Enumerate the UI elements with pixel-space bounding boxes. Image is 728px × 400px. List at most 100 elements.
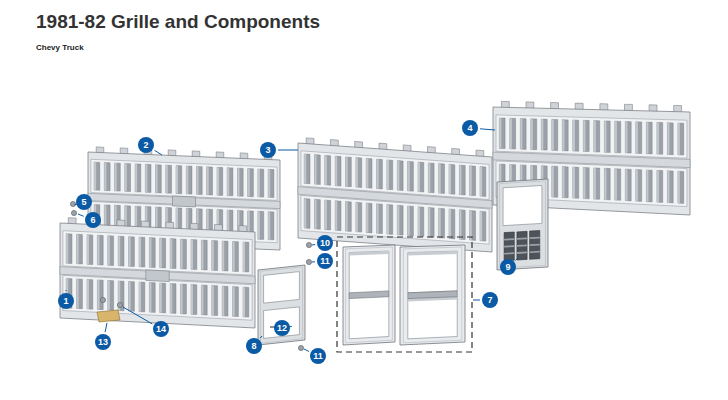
grille-slot: [325, 155, 331, 185]
grille-shade: [77, 234, 79, 264]
grille-slot: [149, 283, 155, 313]
grille-slot: [470, 211, 476, 241]
grille-slot: [108, 236, 114, 266]
callout-number: 6: [85, 212, 101, 228]
grille-shade: [459, 165, 461, 195]
grille-slot: [366, 158, 372, 188]
grille-shade: [408, 206, 410, 236]
grille-slot: [258, 211, 264, 239]
bezel-slot: [517, 231, 527, 260]
grille-slot: [520, 119, 526, 150]
grille-shade: [201, 285, 203, 315]
bezel-slot-rib: [517, 252, 527, 254]
grille-shade: [678, 123, 680, 155]
grille-shade: [222, 241, 224, 271]
grille-slot: [170, 239, 176, 269]
grille-center-bar: [88, 193, 280, 208]
callout-number: 13: [95, 334, 111, 350]
grille-shade: [657, 170, 659, 202]
grille-slot: [118, 281, 124, 311]
bezel-frame: [258, 265, 305, 345]
grille-shade: [94, 162, 96, 190]
grille-shade: [346, 202, 348, 232]
grille-emblem: [146, 270, 169, 282]
grille-slot: [304, 154, 310, 184]
grille-slot: [408, 206, 414, 236]
grille-shade: [377, 204, 379, 234]
bezel-inner-edge: [260, 267, 302, 344]
grille-slot: [243, 287, 249, 317]
grille-shade: [145, 164, 147, 192]
grille-shade: [408, 161, 410, 191]
grille-slot: [459, 165, 465, 195]
bezel-frame: [497, 179, 548, 270]
grille-slot: [118, 236, 124, 266]
grille-slot: [480, 211, 486, 241]
grille-slot: [170, 284, 176, 314]
grille-shade: [248, 169, 250, 197]
grille-slot: [66, 234, 72, 264]
bezel-slot-rib: [517, 245, 527, 247]
grille-slot: [667, 171, 673, 203]
grille-shade: [191, 285, 193, 315]
grille-slot: [129, 282, 135, 312]
bezel-opening: [349, 251, 389, 339]
grille-slot: [243, 242, 249, 272]
grille-shade: [552, 119, 554, 150]
emblem-plate: [97, 310, 120, 322]
grille-slot: [268, 169, 274, 197]
grille-slot: [145, 164, 151, 192]
grille-shade: [238, 168, 240, 196]
grille-shade: [197, 166, 199, 194]
grille-slot: [418, 207, 424, 237]
grille-slot: [222, 286, 228, 316]
grille-slot: [428, 163, 434, 193]
grille-slot: [583, 120, 589, 151]
grille-shade: [480, 167, 482, 197]
grille-frame: [60, 223, 255, 328]
grille-slot: [377, 159, 383, 189]
grille-shade: [139, 237, 141, 267]
grille-shade: [449, 164, 451, 194]
bezel-bar: [349, 291, 389, 299]
grille-slot: [377, 204, 383, 234]
bezel-inner-edge: [500, 181, 546, 268]
leader-line: [154, 150, 162, 155]
grille-shade: [594, 168, 596, 199]
grille-slot: [397, 205, 403, 235]
grille-shade: [387, 160, 389, 190]
screw: [298, 345, 303, 350]
grille-shade: [356, 202, 358, 232]
grille-shade: [625, 169, 627, 201]
grille-emblem: [173, 196, 196, 207]
grille-shade: [212, 286, 214, 316]
grille-shade: [160, 283, 162, 313]
grille-slot: [604, 121, 610, 152]
grille-shade: [346, 157, 348, 187]
grille-band: [91, 159, 277, 200]
callout-number: 10: [317, 235, 333, 251]
grille-slot: [139, 237, 145, 267]
grille-slot: [449, 164, 455, 194]
grille-slot: [346, 157, 352, 187]
grille-shade: [115, 163, 117, 191]
bezel-slot-rib: [517, 237, 527, 239]
grille-shade: [87, 279, 89, 309]
grille-slot: [149, 238, 155, 268]
headlamp-bezel: [497, 179, 548, 270]
bezel-slot: [504, 232, 514, 261]
grille-slot: [615, 121, 621, 153]
grille-shade: [325, 200, 327, 230]
grille-slot: [636, 170, 642, 202]
grille-shade: [356, 158, 358, 188]
grille-shade: [222, 286, 224, 316]
grille-shade: [181, 239, 183, 269]
grille-slot: [657, 170, 663, 202]
grille-shade: [470, 211, 472, 241]
grille-shade: [149, 283, 151, 313]
leader-line: [312, 244, 315, 245]
grille-shade: [667, 171, 669, 203]
grille-slot: [573, 167, 579, 198]
bezel-slot-rib: [530, 237, 540, 239]
grille-slot: [77, 279, 83, 309]
